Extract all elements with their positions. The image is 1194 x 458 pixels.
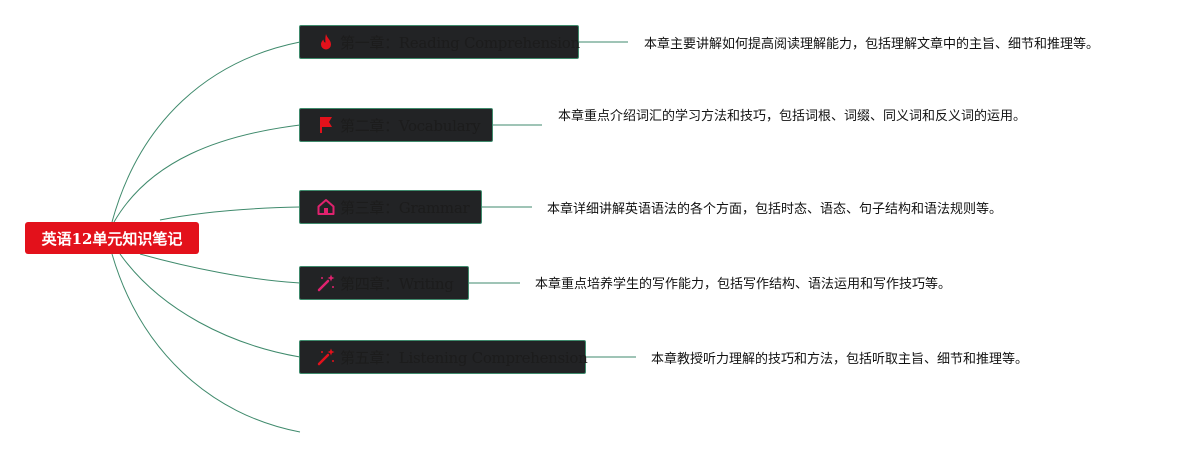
branch-line-4 <box>139 253 301 284</box>
chapter-node-3[interactable]: 第三章：Grammar <box>299 190 482 224</box>
chapter-description-5: 本章教授听力理解的技巧和方法，包括听取主旨、细节和推理等。 <box>651 352 1029 367</box>
magic-wand-icon <box>316 272 336 294</box>
chapter-description-3: 本章详细讲解英语语法的各个方面，包括时态、语态、句子结构和语法规则等。 <box>547 202 1003 217</box>
chapter-title-5: 第五章：Listening Comprehension <box>340 348 588 367</box>
magic-wand-icon <box>316 346 336 368</box>
chapter-node-2[interactable]: 第二章：Vocabulary <box>299 108 493 142</box>
home-icon <box>316 196 336 218</box>
root-title: 英语12单元知识笔记 <box>41 229 183 248</box>
root-node[interactable]: 英语12单元知识笔记 <box>25 222 199 254</box>
chapter-description-2: 本章重点介绍词汇的学习方法和技巧，包括词根、词缀、同义词和反义词的运用。 <box>558 109 1027 124</box>
chapter-node-1[interactable]: 第一章：Reading Comprehension <box>299 25 580 59</box>
branch-line-1 <box>111 41 301 223</box>
branch-line-5 <box>119 253 301 358</box>
branch-line-2 <box>113 124 301 223</box>
branch-line-3 <box>159 206 301 221</box>
chapter-title-1: 第一章：Reading Comprehension <box>340 33 580 52</box>
chapter-description-4: 本章重点培养学生的写作能力，包括写作结构、语法运用和写作技巧等。 <box>535 277 952 292</box>
chapter-description-1: 本章主要讲解如何提高阅读理解能力，包括理解文章中的主旨、细节和推理等。 <box>644 37 1100 52</box>
chapter-title-3: 第三章：Grammar <box>340 198 470 217</box>
chapter-title-4: 第四章：Writing <box>340 274 454 293</box>
chapter-node-4[interactable]: 第四章：Writing <box>299 266 469 300</box>
flag-icon <box>316 114 336 136</box>
fire-icon <box>316 31 336 53</box>
branch-line-6 <box>111 253 301 433</box>
chapter-title-2: 第二章：Vocabulary <box>340 116 481 135</box>
chapter-node-5[interactable]: 第五章：Listening Comprehension <box>299 340 588 374</box>
